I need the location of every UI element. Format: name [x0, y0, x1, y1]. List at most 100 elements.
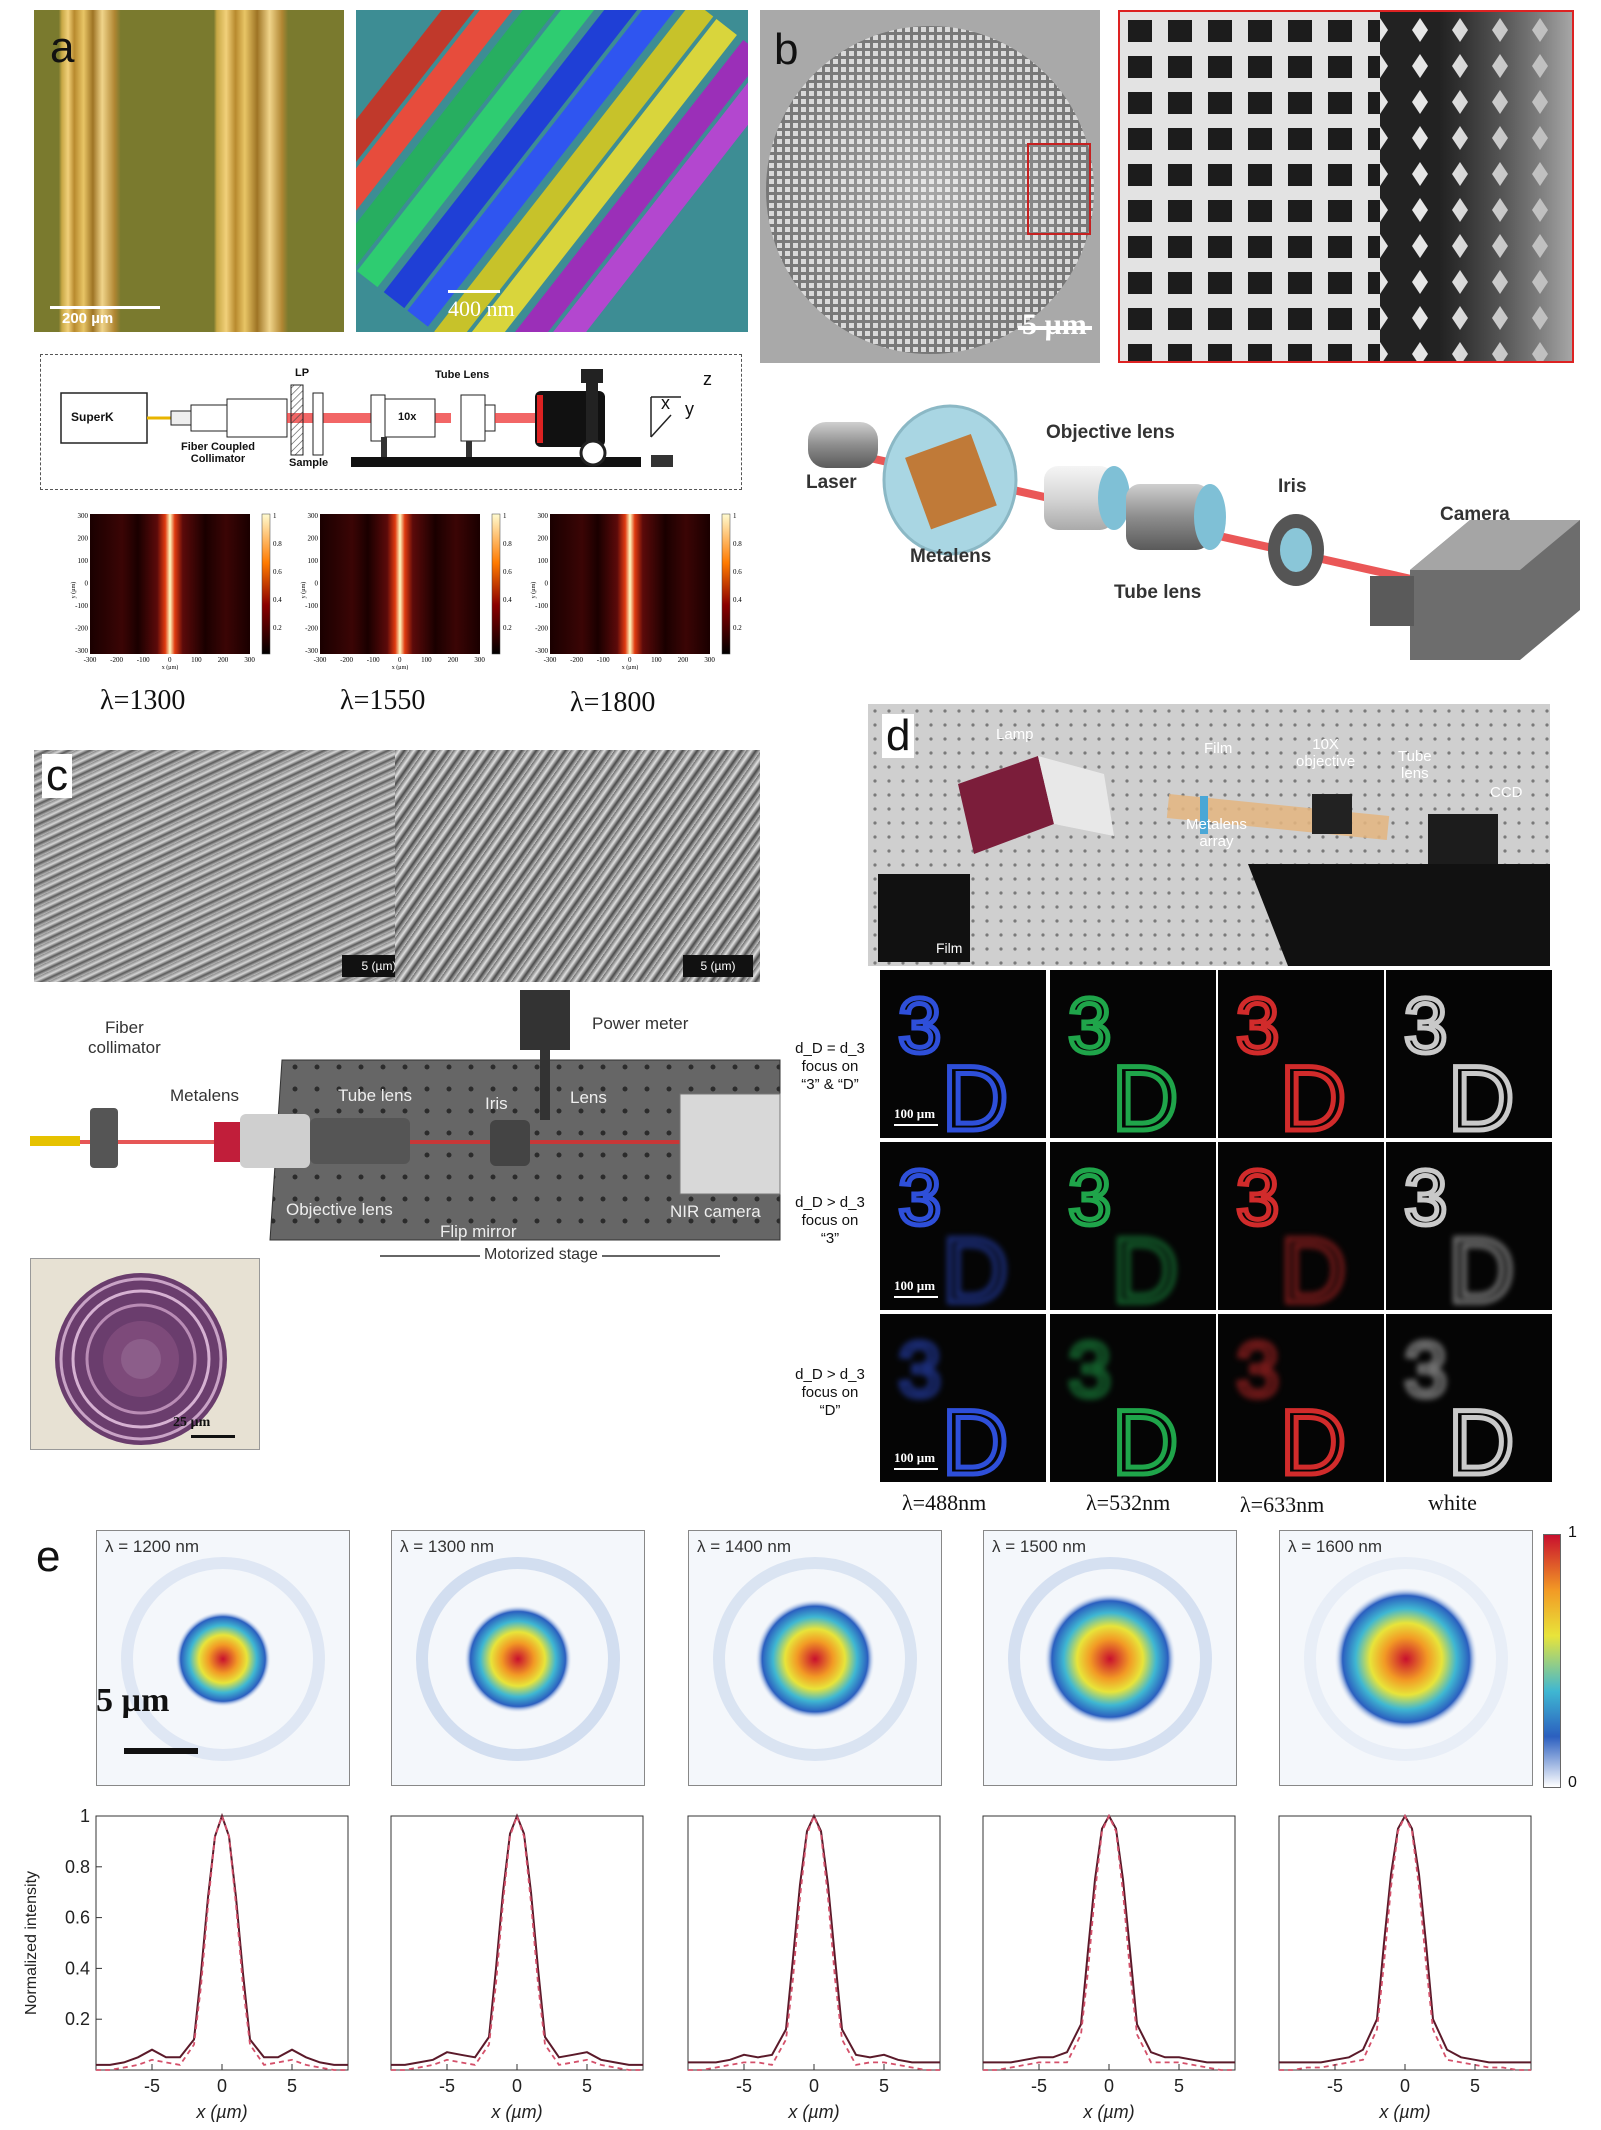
map-xlabel: x (µm): [622, 664, 639, 670]
scale-label: 5 µm: [1022, 308, 1087, 341]
camera-label: Camera: [1440, 504, 1510, 525]
glyph-d: D: [1112, 1220, 1178, 1310]
x-tick-label: -5: [1327, 2076, 1343, 2096]
lamp-label: Lamp: [996, 726, 1034, 743]
scale-label: 5 (µm): [700, 959, 736, 973]
map-x-tick: 200: [448, 656, 459, 664]
glyph-d: D: [1112, 1392, 1178, 1482]
x-axis-label: x (µm): [1378, 2102, 1430, 2122]
focus-image-r2-c1: 3 D 100 µm: [880, 1142, 1046, 1310]
x-tick-label: 0: [809, 2076, 819, 2096]
y-tick-label: 0.8: [65, 1857, 90, 1877]
focus-image-r1-c4: 3 D: [1386, 970, 1552, 1138]
map-x-tick: -100: [597, 656, 610, 664]
lp-label: LP: [295, 367, 310, 379]
col-label-633: λ=633nm: [1240, 1492, 1325, 1517]
x-tick-label: 5: [582, 2076, 592, 2096]
map-y-tick: -300: [305, 647, 318, 655]
y-axis-label: Normalized intensity: [23, 1871, 40, 2015]
colored-nanorods: [356, 10, 748, 332]
profile-line-dashed: [983, 1813, 1235, 2071]
glyph-3: 3: [1404, 1325, 1447, 1413]
panel-c-setup: Fiber collimator Metalens Tube lens Iris…: [20, 990, 790, 1290]
glyph-d: D: [942, 1048, 1008, 1138]
zoom-lattice: [1120, 12, 1572, 361]
profile-line-dashed: [688, 1813, 940, 2071]
tube-lens-label: Tube Lens: [435, 369, 490, 381]
map-y-tick: -100: [305, 602, 318, 610]
map-x-tick: -100: [137, 656, 150, 664]
map-ylabel: y (µm): [300, 582, 307, 599]
map-y-tick: -300: [75, 647, 88, 655]
panel-a-setup: SuperK Fiber Coupled Collimator LP Sampl…: [40, 354, 742, 490]
panel-b-setup: Laser Metalens Objective lens Tube lens …: [790, 400, 1580, 660]
objective-label: 10x: [398, 411, 417, 423]
setup-schematic: [60, 369, 681, 467]
map-x-tick: 0: [628, 656, 632, 664]
glyph-d: D: [1280, 1392, 1346, 1482]
map-x-tick: 0: [398, 656, 402, 664]
scale-box: 5 (µm): [683, 955, 753, 977]
profile-line-dashed: [1279, 1813, 1531, 2071]
spot-wavelength-label: λ = 1300 nm: [400, 1537, 495, 1556]
scale-label: 5 (µm): [361, 959, 397, 973]
map-y-tick: 0: [545, 580, 549, 588]
lens-label: Lens: [570, 1088, 607, 1107]
colorbar-min: 0: [1568, 1774, 1577, 1791]
y-tick-label: 1: [80, 1806, 90, 1826]
focus-image-r3-c4: 3 D: [1386, 1314, 1552, 1482]
plot-frame: [95, 1815, 349, 2071]
profile-line-dashed: [96, 1813, 348, 2071]
cbar-tick: 0.4: [733, 596, 742, 604]
nir-camera-label: NIR camera: [670, 1202, 761, 1221]
x-axis-label: x (µm): [787, 2102, 839, 2122]
focus-image-r3-c1: 3 D 100 µm: [880, 1314, 1046, 1482]
superk-label: SuperK: [71, 410, 114, 424]
axis-x-label: x: [661, 393, 670, 413]
map-y-tick: -200: [75, 625, 88, 633]
metalens-rings: [55, 1273, 227, 1445]
inset-scale-label: 25 µm: [173, 1415, 211, 1430]
focus-image-r3-c3: 3 D: [1218, 1314, 1384, 1482]
panel-a-sem-image: 400 nm: [356, 10, 748, 332]
map-y-tick: -200: [305, 625, 318, 633]
spot-wavelength-label: λ = 1500 nm: [992, 1537, 1087, 1556]
map-x-tick: 300: [244, 656, 255, 664]
glyph-3: 3: [1236, 1153, 1279, 1241]
glyph-3: 3: [1068, 1153, 1111, 1241]
lambda-label-2: λ=1550: [340, 685, 426, 716]
panel-c-letter: c: [42, 754, 72, 798]
iris-label: Iris: [485, 1094, 508, 1113]
fiber-label: Fiber collimator: [88, 1018, 161, 1057]
cbar-tick: 0.4: [503, 596, 512, 604]
map-y-tick: 300: [308, 512, 319, 520]
x-axis-label: x (µm): [195, 2102, 247, 2122]
row-label-1: d_D = d_3 focus on “3” & “D”: [795, 1040, 865, 1093]
cbar-tick: 0.8: [273, 540, 282, 548]
map-x-tick: 300: [474, 656, 485, 664]
film-inset-label: Film: [936, 940, 963, 956]
panel-c-sem-right: 5 (µm): [395, 750, 760, 982]
x-tick-label: 0: [217, 2076, 227, 2096]
lambda-label-3: λ=1800: [570, 687, 656, 718]
map-y-tick: 200: [538, 535, 549, 543]
row-label-3: d_D > d_3 focus on “D”: [795, 1366, 865, 1419]
glyph-d: D: [942, 1220, 1008, 1310]
map-x-tick: 200: [218, 656, 229, 664]
glyph-3: 3: [1068, 981, 1111, 1069]
map-y-tick: 200: [78, 535, 89, 543]
cbar-tick: 0.8: [733, 540, 742, 548]
inset-scale-bar: [191, 1435, 235, 1438]
x-tick-label: 0: [512, 2076, 522, 2096]
array-label: Metalens array: [1186, 816, 1247, 850]
setup-illustration: [868, 704, 1550, 966]
axis-y-label: y: [685, 399, 694, 419]
map-ylabel: y (µm): [530, 582, 537, 599]
tube-lens-label: Tube lens: [1398, 748, 1432, 782]
panel-c-inset: 25 µm: [30, 1258, 260, 1450]
profile-line-solid: [96, 1812, 348, 2066]
x-tick-label: 5: [1470, 2076, 1480, 2096]
panel-a-letter-overlay: a: [50, 23, 75, 72]
